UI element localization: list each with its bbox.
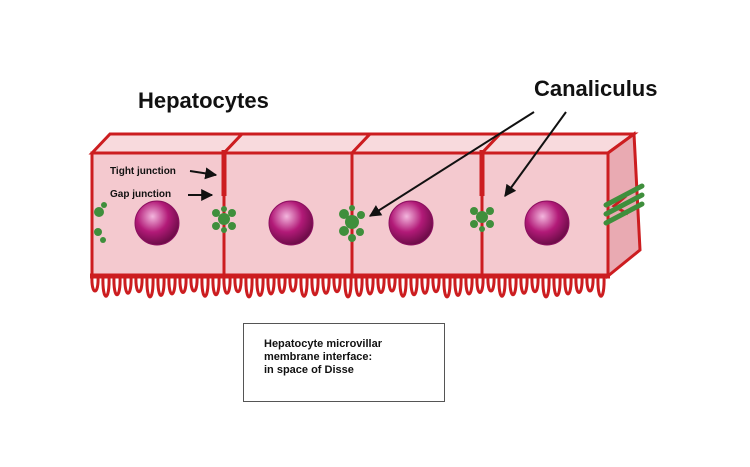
- microvillus: [134, 274, 144, 294]
- nucleus-1: [134, 200, 180, 246]
- microvillus: [343, 274, 353, 299]
- microvillus: [387, 274, 397, 293]
- microvillus: [101, 274, 111, 298]
- microvillus: [310, 274, 320, 297]
- gap-junction-cluster-2: [339, 205, 365, 242]
- microvillus: [156, 274, 166, 297]
- microvillus: [354, 274, 364, 297]
- microvillus: [200, 274, 210, 298]
- microvillus: [222, 274, 232, 295]
- nucleus-2: [268, 200, 314, 246]
- microvillus: [178, 274, 188, 294]
- hepatocytes-label: Hepatocytes: [138, 88, 269, 113]
- microvillus: [596, 274, 606, 298]
- microvillus: [277, 274, 287, 294]
- microvillus: [167, 274, 177, 296]
- microvillus: [508, 274, 518, 297]
- tight-junction-label: Tight junction: [110, 166, 176, 177]
- gap-junction-cluster-3: [470, 207, 494, 232]
- cell-top-face-3: [348, 132, 504, 155]
- gap-junction-cluster-left-edge: [94, 202, 107, 243]
- microvillus: [541, 274, 551, 299]
- cell-row: [88, 131, 642, 280]
- microvillus: [90, 274, 100, 293]
- pointer-arrows: [188, 111, 567, 217]
- microvillus: [563, 274, 573, 296]
- microvillus: [552, 274, 562, 297]
- microvillus: [112, 274, 122, 297]
- microvillus: [211, 274, 221, 297]
- microvillus: [475, 274, 485, 294]
- microvillus: [453, 274, 463, 297]
- gap-junction-strands-right-edge: [603, 183, 645, 226]
- microvillus: [464, 274, 474, 296]
- microvillus: [288, 274, 298, 293]
- microvillus: [497, 274, 507, 298]
- microvillus: [530, 274, 540, 294]
- disse-space-caption-box: Hepatocyte microvillar membrane interfac…: [243, 323, 445, 402]
- microvillus: [145, 274, 155, 299]
- tight-junction-arrow: [189, 167, 218, 180]
- microvillus: [431, 274, 441, 294]
- gap-junction-cluster-1: [212, 206, 236, 233]
- microvillus: [244, 274, 254, 299]
- microvillus: [189, 274, 199, 293]
- microvillus: [420, 274, 430, 295]
- microvillus: [398, 274, 408, 298]
- microvillus: [519, 274, 529, 295]
- microvillus: [409, 274, 419, 297]
- nucleus-3: [388, 200, 434, 246]
- microvillus: [233, 274, 243, 294]
- microvillus: [585, 274, 595, 293]
- microvillus: [299, 274, 309, 298]
- microvilli: [90, 274, 606, 299]
- microvillus: [376, 274, 386, 294]
- cell-top-face-1: [88, 132, 246, 155]
- microvillus: [321, 274, 331, 295]
- canaliculus-arrow-1: [368, 111, 535, 217]
- microvillus: [123, 274, 133, 295]
- nucleus-4: [524, 200, 570, 246]
- microvillus: [365, 274, 375, 296]
- canaliculus-label: Canaliculus: [534, 76, 658, 101]
- caption-line-2: membrane interface:: [264, 351, 373, 363]
- caption-line-1: Hepatocyte microvillar: [264, 338, 382, 350]
- gap-junction-label: Gap junction: [110, 189, 172, 200]
- microvillus: [266, 274, 276, 296]
- canaliculus-arrow-2: [504, 111, 567, 197]
- microvillus: [574, 274, 584, 294]
- microvillus: [486, 274, 496, 293]
- caption-line-3: in space of Disse: [264, 364, 354, 376]
- microvillus: [442, 274, 452, 299]
- microvillus: [255, 274, 265, 297]
- microvillus: [332, 274, 342, 294]
- cell-top-face-2: [220, 132, 374, 155]
